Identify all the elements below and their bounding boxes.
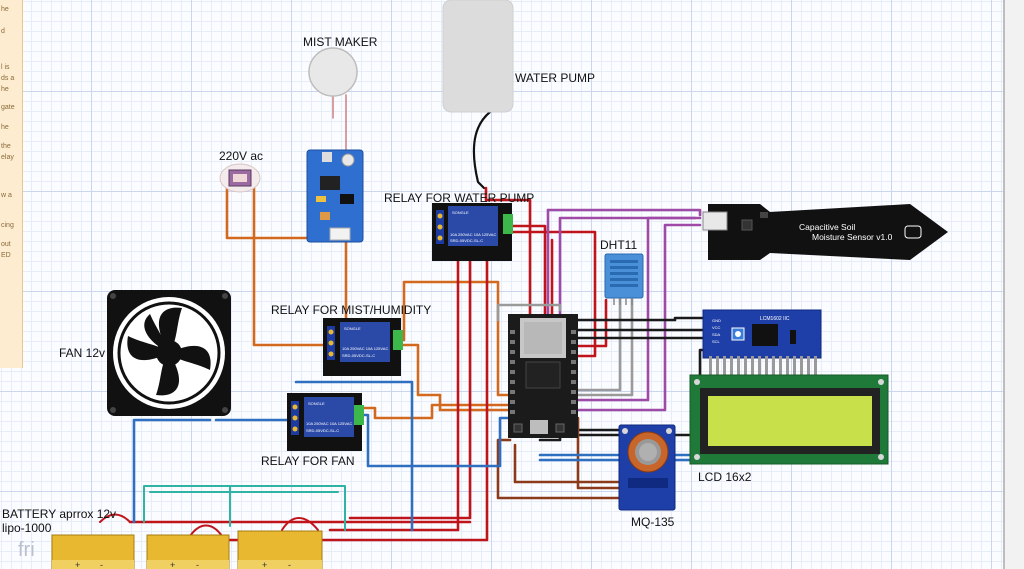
wire-red-sensor xyxy=(511,230,597,358)
svg-text:SRD-05VDC-SL-C: SRD-05VDC-SL-C xyxy=(306,428,339,433)
water-pump[interactable] xyxy=(442,0,514,113)
relay-water-pump-label: RELAY FOR WATER PUMP xyxy=(384,191,534,205)
panel-text: w a xyxy=(1,192,12,199)
fan-label: FAN 12v xyxy=(59,346,105,360)
battery-label-line1: BATTERY aprrox 12v xyxy=(2,507,116,521)
panel-text: elay xyxy=(1,154,14,161)
lcd-i2c-label: LCM1602 IIC xyxy=(760,316,790,322)
wire-red-battery xyxy=(348,238,472,520)
svg-text:10A 250VAC 10A 125VAC: 10A 250VAC 10A 125VAC xyxy=(450,232,496,237)
battery-2[interactable]: + - xyxy=(146,534,230,569)
left-info-panel: he d l is ds a he gate he the elay w a c… xyxy=(0,0,23,368)
svg-text:SRD-05VDC-SL-C: SRD-05VDC-SL-C xyxy=(450,238,483,243)
battery-3[interactable]: + - xyxy=(237,530,323,569)
dht11-label: DHT11 xyxy=(600,238,637,252)
wire-220v-orange xyxy=(252,178,332,347)
circuit-diagram[interactable]: WATER PUMP MIST MAKER 220V ac SONGLE 10A… xyxy=(0,0,1003,569)
wire-magenta-soil xyxy=(546,208,702,217)
mist-maker[interactable] xyxy=(308,47,358,97)
svg-text:-: - xyxy=(288,560,291,569)
wire-magenta-soil3 xyxy=(576,216,702,402)
fan-12v[interactable] xyxy=(107,290,231,416)
wire-220v-orange xyxy=(225,178,332,240)
mq135-label: MQ-135 xyxy=(631,515,675,529)
panel-text: ED xyxy=(1,252,11,259)
mq135-sensor[interactable] xyxy=(618,424,676,511)
wire-pump-cable xyxy=(472,110,492,190)
wire-magenta-soil4 xyxy=(576,223,702,412)
wire-relay-mist-signal xyxy=(398,280,512,397)
svg-text:10A 250VAC 10A 125VAC: 10A 250VAC 10A 125VAC xyxy=(342,346,388,351)
wire-black-lcd xyxy=(576,316,707,322)
svg-text:SRD-05VDC-SL-C: SRD-05VDC-SL-C xyxy=(342,353,375,358)
soil-sensor-line1: Capacitive Soil xyxy=(799,222,855,232)
svg-text:+: + xyxy=(75,560,80,569)
svg-text:-: - xyxy=(100,560,103,569)
soil-moisture-sensor[interactable]: Capacitive Soil Moisture Sensor v1.0 xyxy=(702,204,948,260)
wire-relay-fan-orange xyxy=(358,403,512,420)
relay-water-pump[interactable]: SONGLE 10A 250VAC 10A 125VAC SRD-05VDC-S… xyxy=(432,203,513,261)
svg-text:10A 250VAC 10A 125VAC: 10A 250VAC 10A 125VAC xyxy=(306,421,352,426)
panel-text: he xyxy=(1,124,9,131)
ac-220v-connector[interactable] xyxy=(219,163,261,193)
mist-driver-board[interactable] xyxy=(306,149,364,243)
svg-text:SDA: SDA xyxy=(712,332,721,337)
wire-gray-dht xyxy=(576,294,622,392)
wire-mist-cable xyxy=(332,94,347,161)
relay-mist-label: RELAY FOR MIST/HUMIDITY xyxy=(271,303,431,317)
wire-red-battery2 xyxy=(328,238,460,532)
svg-text:SCL: SCL xyxy=(712,339,721,344)
wire-orange xyxy=(438,393,512,412)
relay-fan[interactable]: SONGLE 10A 250VAC 10A 125VAC SRD-05VDC-S… xyxy=(287,393,364,451)
right-scroll-panel[interactable] xyxy=(1003,0,1024,569)
svg-text:SONGLE: SONGLE xyxy=(452,210,469,215)
wire-red-bat2 xyxy=(189,524,223,537)
lcd-label: LCD 16x2 xyxy=(698,470,752,484)
wire-teal-battery xyxy=(143,485,346,531)
battery-label-line2: lipo-1000 xyxy=(2,521,52,535)
svg-text:GND: GND xyxy=(712,318,721,323)
lcd-16x2[interactable] xyxy=(689,374,889,465)
wire-gray xyxy=(496,303,562,322)
svg-text:SONGLE: SONGLE xyxy=(344,326,361,331)
panel-text: ds a xyxy=(1,75,15,82)
wire-blue-fan xyxy=(132,418,212,524)
water-pump-label: WATER PUMP xyxy=(515,71,595,85)
battery-1[interactable]: + - xyxy=(51,534,135,569)
panel-text: he xyxy=(1,86,9,93)
svg-text:VCC: VCC xyxy=(712,325,721,330)
svg-text:+: + xyxy=(262,560,267,569)
mist-maker-label: MIST MAKER xyxy=(303,35,378,49)
wire-relay-mist-vcc xyxy=(398,343,442,397)
wire-blue-signal xyxy=(358,413,512,468)
svg-text:SONGLE: SONGLE xyxy=(308,401,325,406)
lcd-i2c-adapter[interactable]: LCM1602 IIC GND VCC SDA SCL xyxy=(702,309,822,376)
panel-text: cing xyxy=(1,222,14,229)
wire-blue-relay xyxy=(294,380,414,532)
esp32-board[interactable] xyxy=(508,314,578,438)
relay-fan-label: RELAY FOR FAN xyxy=(261,454,355,468)
relay-mist[interactable]: SONGLE 10A 250VAC 10A 125VAC SRD-05VDC-S… xyxy=(323,318,403,376)
dht11-sensor[interactable] xyxy=(604,253,644,305)
wire-red-bat3 xyxy=(281,517,319,531)
wire-red-bat1 xyxy=(99,513,131,523)
soil-sensor-line2: Moisture Sensor v1.0 xyxy=(812,232,893,242)
panel-text: d xyxy=(1,28,5,35)
panel-text: he xyxy=(1,6,9,13)
panel-text: out xyxy=(1,241,11,248)
svg-text:+: + xyxy=(170,560,175,569)
fritzing-watermark: fri xyxy=(18,539,35,561)
ac-220v-label: 220V ac xyxy=(219,149,263,163)
panel-text: gate xyxy=(1,104,15,111)
panel-text: l is xyxy=(1,64,10,71)
svg-text:-: - xyxy=(196,560,199,569)
wire-red-dht xyxy=(576,298,608,348)
panel-text: the xyxy=(1,143,11,150)
